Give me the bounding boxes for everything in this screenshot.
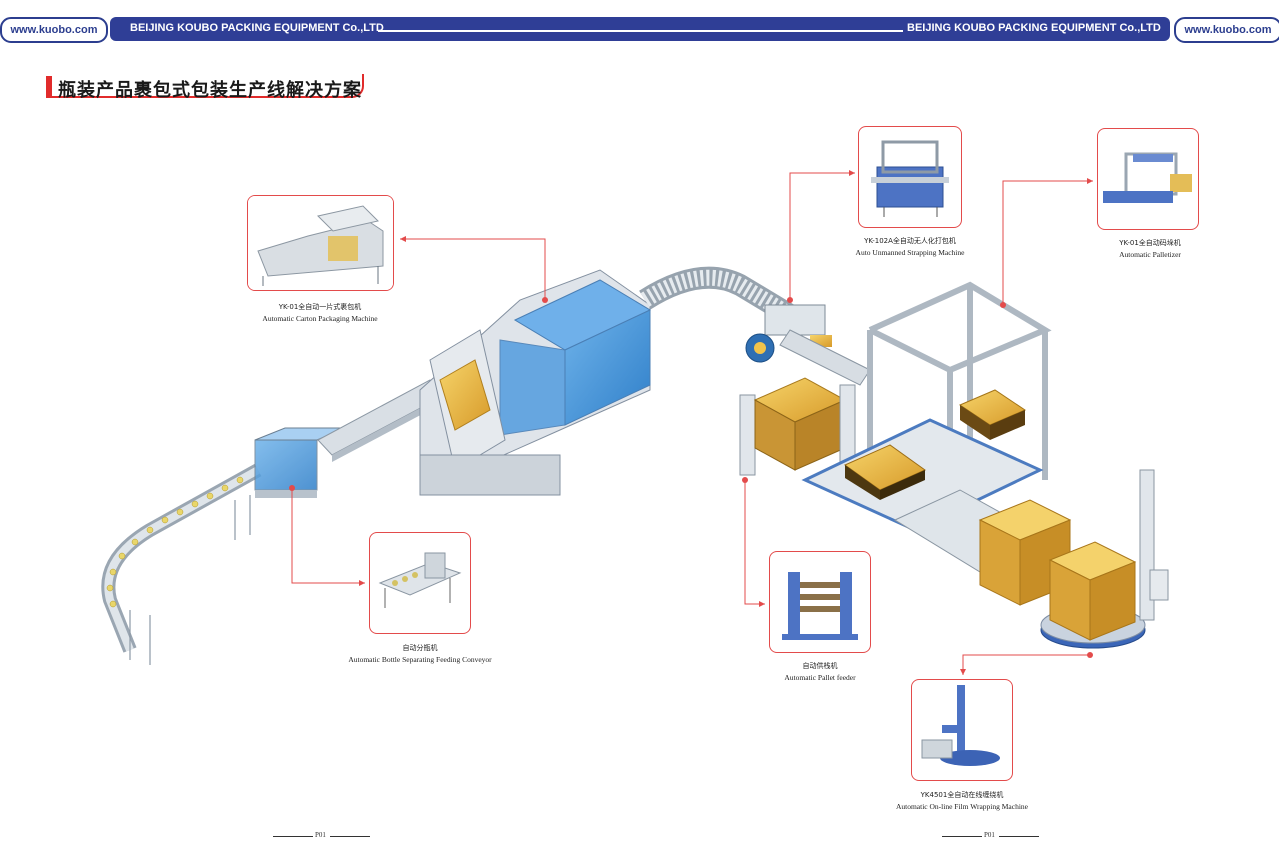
footer-rule-left-a — [273, 836, 313, 837]
callout-leader-lines — [291, 172, 1093, 675]
palletizer-name-en: Automatic Palletizer — [1119, 250, 1181, 259]
strapping-machine-thumbnail — [858, 126, 962, 228]
palletizer-name-cn: YK-01全自动码垛机 — [1119, 239, 1181, 247]
bottle-separator-name-cn: 自动分瓶机 — [402, 644, 438, 652]
strapping-station — [745, 304, 871, 386]
section-title-accent — [46, 76, 52, 98]
section-title: 瓶装产品裹包式包装生产线解决方案 — [58, 80, 362, 101]
roller-conveyor-top — [639, 266, 796, 325]
bottle-separator-thumbnail — [369, 532, 471, 634]
company-banner — [110, 17, 1170, 41]
section-title-frame — [52, 74, 364, 98]
bottle-separator-name-en: Automatic Bottle Separating Feeding Conv… — [348, 655, 492, 664]
film-wrapper-thumbnail — [911, 679, 1013, 781]
website-url-right[interactable]: www.kuobo.com — [1174, 17, 1279, 43]
film-wrapper-name-en: Automatic On-line Film Wrapping Machine — [895, 802, 1029, 811]
company-name-left: BEIJING KOUBO PACKING EQUIPMENT Co.,LTD — [130, 22, 384, 34]
pallet-feeder-name-en: Automatic Pallet feeder — [784, 673, 856, 682]
company-name-right: BEIJING KOUBO PACKING EQUIPMENT Co.,LTD — [907, 22, 1161, 34]
banner-divider — [378, 30, 903, 32]
carton-machine-thumbnail — [247, 195, 394, 291]
finished-pallet-2 — [1048, 541, 1137, 641]
carton-packaging-machine — [419, 269, 652, 496]
film-wrapper-name-cn: YK4501全自动在线缠绕机 — [920, 791, 1004, 799]
callout-markers — [289, 170, 1093, 675]
pallet-feeder-name-cn: 自动供栈机 — [802, 662, 838, 670]
footer-rule-left-b — [330, 836, 370, 837]
strapping-machine-name-cn: YK-102A全自动无人化打包机 — [864, 237, 956, 245]
carton-machine-name-en: Automatic Carton Packaging Machine — [262, 314, 378, 323]
page-number-left: P01 — [315, 831, 326, 839]
page-number-right: P01 — [984, 831, 995, 839]
footer-rule-right-a — [942, 836, 982, 837]
footer-rule-right-b — [999, 836, 1039, 837]
bottle-conveyor — [101, 463, 262, 665]
pallet-feeder — [739, 377, 856, 486]
bottle-separator-unit — [254, 427, 346, 498]
carton-machine-name-cn: YK-01全自动一片式裹包机 — [278, 303, 362, 311]
strapping-machine-name-en: Auto Unmanned Strapping Machine — [855, 248, 965, 257]
website-url-left[interactable]: www.kuobo.com — [0, 17, 108, 43]
palletizer-thumbnail — [1097, 128, 1199, 230]
pallet-feeder-thumbnail — [769, 551, 871, 653]
palletizer-boxes — [958, 389, 1027, 440]
